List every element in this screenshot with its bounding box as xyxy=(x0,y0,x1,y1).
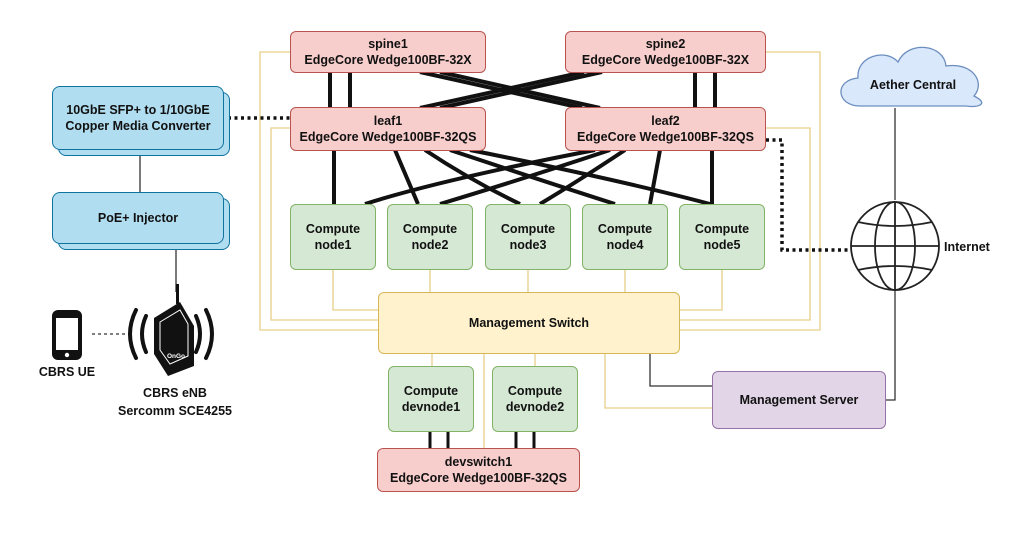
spine2-leaf1-b xyxy=(439,70,603,110)
internet-label: Internet xyxy=(944,240,990,254)
poe-injector: PoE+ Injector xyxy=(52,192,224,244)
management-server: Management Server xyxy=(712,371,886,429)
node-label-line1: Compute xyxy=(597,222,653,236)
dotted-links xyxy=(228,116,852,252)
mgmt-link-leaf2 xyxy=(680,127,811,321)
node-label-line2: node2 xyxy=(411,238,449,252)
enb-label: CBRS eNB Sercomm SCE4255 xyxy=(100,384,250,420)
spine1-name: spine1 xyxy=(368,37,408,51)
leaf2-node1 xyxy=(364,148,596,206)
management-switch: Management Switch xyxy=(378,292,680,354)
phone-icon xyxy=(52,310,82,360)
dev-node: Compute devnode1 xyxy=(388,366,474,432)
leaf2-node3 xyxy=(538,148,627,206)
spine2-switch: spine2 EdgeCore Wedge100BF-32X xyxy=(565,31,766,73)
node-label-line1: Compute xyxy=(402,222,458,236)
cloud-icon xyxy=(840,46,983,108)
enb-icon: OnGo xyxy=(128,284,214,376)
devswitch-model: EdgeCore Wedge100BF-32QS xyxy=(390,471,567,485)
leaf2-name: leaf2 xyxy=(651,114,680,128)
node-label-line2: node1 xyxy=(314,238,352,252)
management-switch-label: Management Switch xyxy=(468,316,590,330)
leaf2-node2 xyxy=(439,148,611,206)
mgmt-link-leaf1 xyxy=(270,127,378,321)
media-converter-line2: Copper Media Converter xyxy=(65,119,211,133)
leaf1-node4 xyxy=(449,148,616,206)
enb-label-line1: CBRS eNB xyxy=(143,386,207,400)
devnode-label-line2: devnode1 xyxy=(401,400,461,414)
leaf1-switch: leaf1 EdgeCore Wedge100BF-32QS xyxy=(290,107,486,151)
spine1-model: EdgeCore Wedge100BF-32X xyxy=(304,53,472,67)
enb-logo-text: OnGo xyxy=(167,353,185,360)
management-links xyxy=(259,51,821,448)
devswitch1: devswitch1 EdgeCore Wedge100BF-32QS xyxy=(377,448,580,492)
media-converter-line1: 10GbE SFP+ to 1/10GbE xyxy=(66,103,210,117)
dev-links xyxy=(428,432,536,448)
fabric-links xyxy=(328,70,717,206)
mgmt-link-spine2 xyxy=(680,51,821,331)
globe-icon xyxy=(850,201,940,291)
mgmt-link-node5 xyxy=(680,269,723,311)
leaf2-internet-link xyxy=(766,138,852,252)
compute-node: Compute node4 xyxy=(582,204,668,270)
mgmt-link-node1 xyxy=(332,269,378,311)
cbrs-ue-label: CBRS UE xyxy=(38,365,96,379)
spine1-switch: spine1 EdgeCore Wedge100BF-32X xyxy=(290,31,486,73)
compute-node: Compute node3 xyxy=(485,204,571,270)
leaf2-switch: leaf2 EdgeCore Wedge100BF-32QS xyxy=(565,107,766,151)
thin-links xyxy=(92,108,896,401)
leaf1-node3 xyxy=(423,148,521,206)
management-server-label: Management Server xyxy=(739,393,859,407)
spine2-model: EdgeCore Wedge100BF-32X xyxy=(581,53,750,67)
server-switch-link xyxy=(649,353,712,387)
devnode-label-line1: Compute xyxy=(403,384,459,398)
node-label-line1: Compute xyxy=(500,222,556,236)
devnode-label-line1: Compute xyxy=(507,384,563,398)
leaf2-node4 xyxy=(648,149,662,205)
node-label-line1: Compute xyxy=(305,222,361,236)
leaf1-node5 xyxy=(469,148,711,206)
mgmt-link-spine1 xyxy=(259,51,378,331)
enb-label-line2: Sercomm SCE4255 xyxy=(118,404,232,418)
server-internet-link xyxy=(886,290,896,401)
leaf2-model: EdgeCore Wedge100BF-32QS xyxy=(577,130,754,144)
media-converter: 10GbE SFP+ to 1/10GbE Copper Media Conve… xyxy=(52,86,224,150)
compute-node: Compute node2 xyxy=(387,204,473,270)
spine2-name: spine2 xyxy=(645,37,686,51)
spine2-leaf1-a xyxy=(419,70,585,110)
node-label-line2: node3 xyxy=(509,238,547,252)
mgmt-link-server xyxy=(604,353,712,409)
node-label-line1: Compute xyxy=(694,222,750,236)
devswitch-name: devswitch1 xyxy=(444,455,513,469)
leaf1-node2 xyxy=(393,149,420,205)
aether-central-label: Aether Central xyxy=(869,78,957,92)
leaf1-model: EdgeCore Wedge100BF-32QS xyxy=(299,130,477,144)
poe-injector-label: PoE+ Injector xyxy=(97,211,179,225)
node-label-line2: node5 xyxy=(703,238,741,252)
node-label-line2: node4 xyxy=(606,238,644,252)
leaf1-name: leaf1 xyxy=(373,114,403,128)
compute-node: Compute node1 xyxy=(290,204,376,270)
devnode-label-line2: devnode2 xyxy=(505,400,565,414)
dev-node: Compute devnode2 xyxy=(492,366,578,432)
compute-node: Compute node5 xyxy=(679,204,765,270)
